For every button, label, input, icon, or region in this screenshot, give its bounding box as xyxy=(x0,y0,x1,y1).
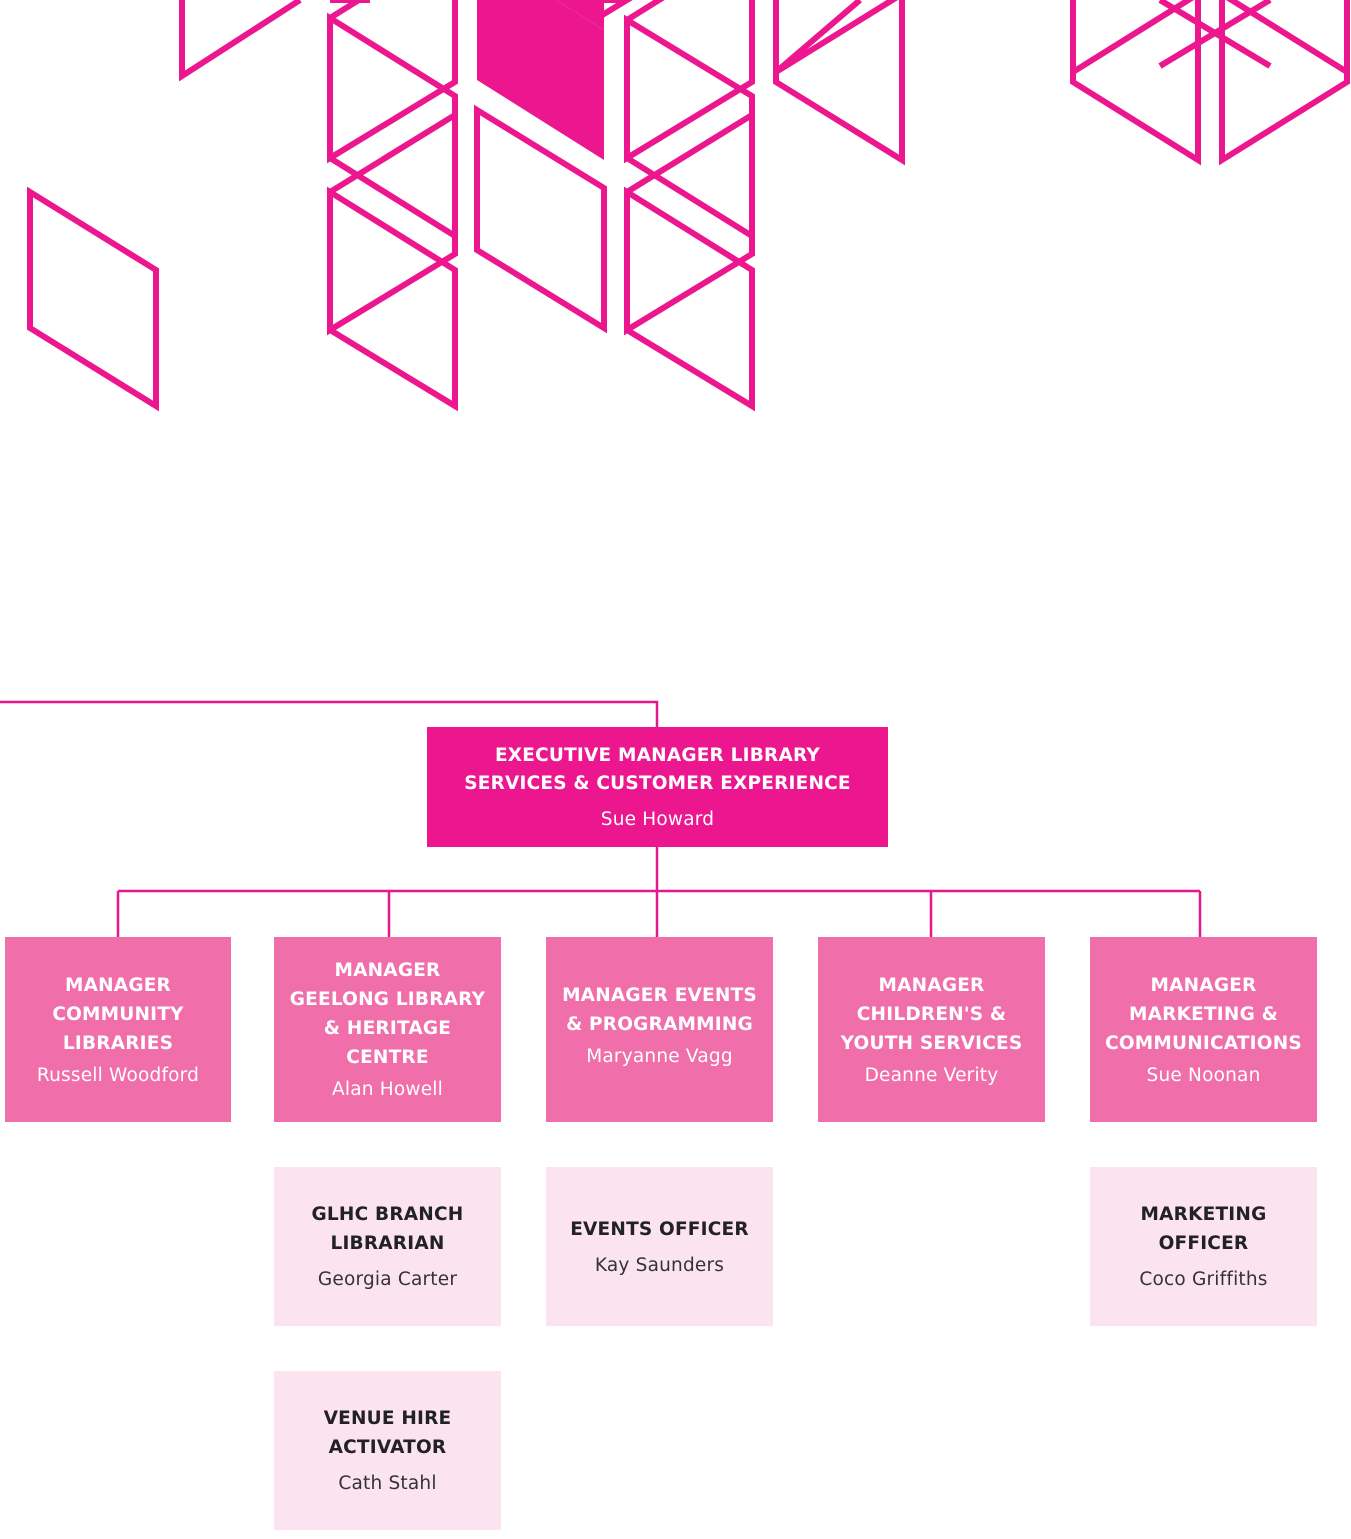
manager-name: Sue Noonan xyxy=(1146,1064,1261,1086)
manager-name: Maryanne Vagg xyxy=(586,1046,733,1067)
manager-name: Russell Woodford xyxy=(36,1064,200,1086)
staff-name: Georgia Carter xyxy=(317,1269,458,1290)
staff-name: Cath Stahl xyxy=(338,1473,437,1494)
executive-box: EXECUTIVE MANAGER LIBRARY SERVICES & CUS… xyxy=(427,727,888,847)
manager-title: MANAGER MARKETING & COMMUNICATIONS xyxy=(1105,974,1302,1054)
staff-title: GLHC BRANCH LIBRARIAN xyxy=(311,1204,464,1254)
staff-title: VENUE HIRE ACTIVATOR xyxy=(323,1408,452,1458)
executive-title: EXECUTIVE MANAGER LIBRARY SERVICES & CUS… xyxy=(464,744,851,794)
manager-title: MANAGER EVENTS & PROGRAMMING xyxy=(562,985,757,1035)
manager-box-community-libraries: MANAGER COMMUNITY LIBRARIES Russell Wood… xyxy=(5,937,231,1122)
manager-title: MANAGER COMMUNITY LIBRARIES xyxy=(52,974,184,1054)
manager-box-marketing-communications: MANAGER MARKETING & COMMUNICATIONS Sue N… xyxy=(1090,937,1317,1122)
staff-box-events-officer: EVENTS OFFICER Kay Saunders xyxy=(546,1167,773,1326)
executive-name: Sue Howard xyxy=(600,808,715,830)
manager-title: MANAGER CHILDREN'S & YOUTH SERVICES xyxy=(840,974,1023,1054)
manager-box-childrens-youth: MANAGER CHILDREN'S & YOUTH SERVICES Dean… xyxy=(818,937,1045,1122)
staff-box-venue-hire-activator: VENUE HIRE ACTIVATOR Cath Stahl xyxy=(274,1371,501,1530)
staff-box-glhc-branch-librarian: GLHC BRANCH LIBRARIAN Georgia Carter xyxy=(274,1167,501,1326)
manager-title: MANAGER GEELONG LIBRARY & HERITAGE CENTR… xyxy=(289,960,486,1068)
staff-title: EVENTS OFFICER xyxy=(570,1218,749,1240)
staff-title: MARKETING OFFICER xyxy=(1140,1204,1267,1254)
decorative-geometric-pattern xyxy=(27,0,1350,412)
staff-name: Coco Griffiths xyxy=(1139,1269,1268,1290)
manager-box-geelong-library: MANAGER GEELONG LIBRARY & HERITAGE CENTR… xyxy=(274,937,501,1122)
manager-box-events-programming: MANAGER EVENTS & PROGRAMMING Maryanne Va… xyxy=(546,937,773,1122)
manager-name: Deanne Verity xyxy=(864,1064,999,1086)
staff-box-marketing-officer: MARKETING OFFICER Coco Griffiths xyxy=(1090,1167,1317,1326)
staff-name: Kay Saunders xyxy=(594,1254,725,1276)
manager-name: Alan Howell xyxy=(332,1079,443,1100)
